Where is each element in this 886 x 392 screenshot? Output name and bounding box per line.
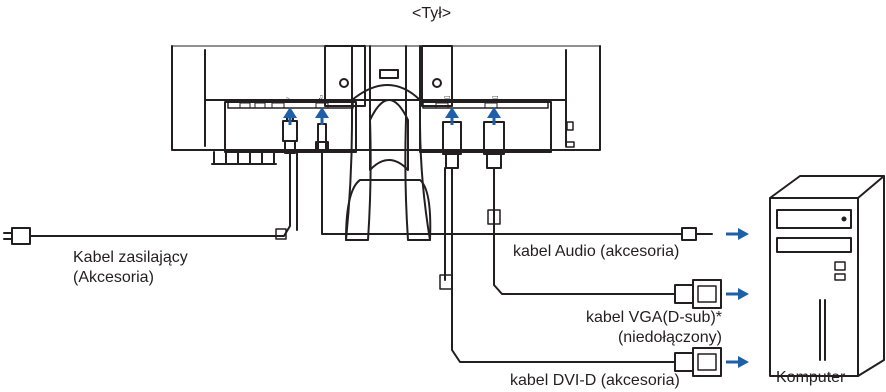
arrow-icon — [315, 107, 329, 125]
arrow-icon — [283, 107, 297, 125]
power-cable-label-line2: (Akcesoria) — [73, 269, 154, 286]
vga-cable-label-line1: kabel VGA(D-sub)* — [585, 309, 722, 326]
svg-text:▭: ▭ — [444, 94, 451, 101]
computer-label: Komputer — [776, 369, 846, 386]
vga-cable-label-line2: (niedołączony) — [617, 329, 722, 346]
arrow-icon — [445, 107, 459, 125]
rear-view-label: <Tył> — [412, 5, 452, 22]
plug-icon — [3, 227, 31, 245]
dvi-connector-icon — [674, 347, 722, 377]
svg-text:▭: ▭ — [492, 94, 499, 101]
svg-text:≈: ≈ — [286, 96, 290, 103]
audio-cable — [321, 149, 713, 241]
arrow-icon — [726, 356, 749, 368]
power-outlet-icon — [275, 228, 287, 240]
vga-cable — [483, 121, 676, 295]
arrow-icon — [726, 228, 749, 240]
arrow-icon — [487, 107, 501, 125]
computer-tower-icon — [769, 175, 885, 377]
audio-cable-label: kabel Audio (akcesoria) — [513, 243, 680, 260]
svg-text:♫: ♫ — [318, 94, 323, 101]
vga-connector-icon — [674, 279, 722, 309]
power-cable-label-line1: Kabel zasilający — [73, 249, 188, 266]
power-cable — [29, 115, 298, 237]
monitor-back: ≈ ♫ ▭ ▭ — [171, 45, 601, 241]
vga-cable-label: kabel VGA(D-sub)* (niedołączony) — [586, 308, 722, 348]
dvi-cable-label: kabel DVI-D (akcesoria) — [510, 372, 680, 389]
power-cable-label: Kabel zasilający (Akcesoria) — [73, 248, 188, 288]
arrow-icon — [726, 288, 749, 300]
